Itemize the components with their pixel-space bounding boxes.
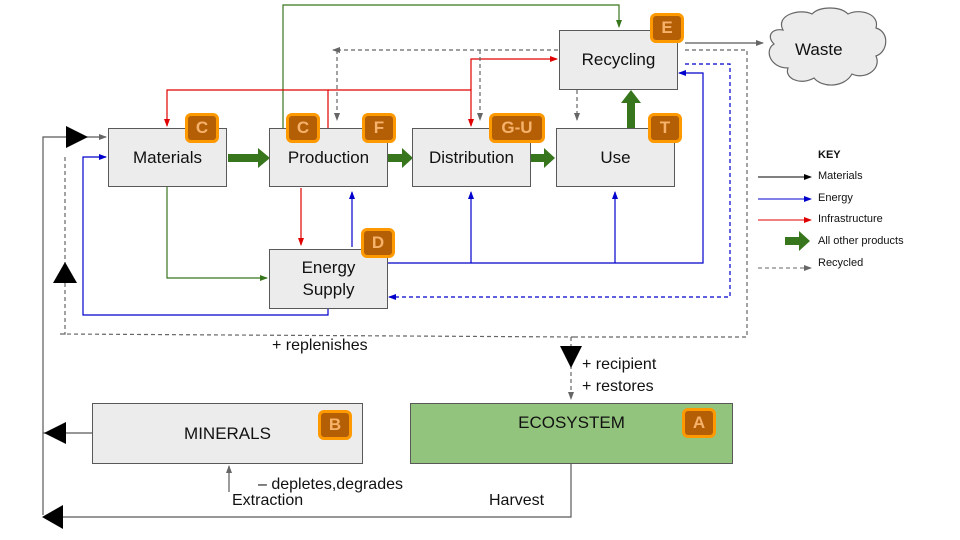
triangle-up-icon — [53, 262, 77, 283]
arrow-materials-to-production — [228, 148, 270, 168]
energy-supply-label-line1: Energy — [301, 258, 356, 277]
use-label: Use — [600, 147, 631, 167]
legend-item-recycled: Recycled — [818, 257, 864, 269]
materials-badge: C — [185, 113, 219, 143]
distribution-badge: G-U — [489, 113, 545, 143]
restores-label: + restores — [582, 378, 654, 395]
energy-lines — [82, 70, 704, 316]
triangle-down-icon — [560, 346, 582, 368]
production-badge-left: C — [286, 113, 320, 143]
recycled-lines — [59, 47, 748, 400]
ecosystem-label: ECOSYSTEM — [518, 413, 625, 432]
recycled-energy-lines — [388, 63, 731, 300]
ecosystem-badge: A — [682, 408, 716, 438]
production-label: Production — [287, 147, 370, 167]
harvest-label: Harvest — [489, 492, 545, 509]
legend-title: KEY — [818, 149, 841, 161]
arrow-distribution-to-use — [530, 148, 555, 168]
depletes-label: – depletes,degrades — [258, 476, 403, 493]
recipient-label: + recipient — [582, 356, 657, 373]
recycling-badge: E — [650, 13, 684, 43]
minerals-label: MINERALS — [184, 423, 271, 443]
product-flow-arrows — [228, 90, 641, 168]
distribution-label: Distribution — [428, 147, 515, 167]
legend-item-materials: Materials — [818, 170, 863, 182]
energy-supply-label-line2: Supply — [302, 280, 355, 299]
extraction-label: Extraction — [232, 492, 304, 509]
product-lines — [166, 4, 622, 281]
waste-cloud-icon — [768, 7, 887, 86]
triangle-left-icon — [44, 422, 66, 444]
energy-supply-badge: D — [361, 228, 395, 258]
materials-node[interactable]: Materials — [108, 128, 227, 187]
energy-supply-node[interactable]: Energy Supply — [269, 249, 388, 309]
ecosystem-node[interactable]: ECOSYSTEM — [410, 403, 733, 464]
minerals-node[interactable]: MINERALS — [92, 403, 363, 464]
key-swatch-products — [785, 231, 810, 251]
use-badge: T — [648, 113, 682, 143]
materials-label: Materials — [133, 147, 202, 167]
triangle-right-icon — [66, 126, 88, 148]
recycling-label: Recycling — [581, 50, 656, 69]
replenishes-label: + replenishes — [272, 337, 368, 354]
waste-label: Waste — [795, 40, 843, 59]
legend-item-products: All other products — [818, 235, 904, 247]
legend-item-infrastructure: Infrastructure — [818, 213, 883, 225]
minerals-badge: B — [318, 410, 352, 440]
arrow-production-to-distribution — [388, 148, 413, 168]
arrow-use-to-recycling — [621, 90, 641, 128]
key-swatches — [758, 174, 812, 271]
infrastructure-lines — [164, 56, 558, 246]
triangle-left-icon-bottom — [42, 505, 63, 529]
legend-item-energy: Energy — [818, 192, 853, 204]
production-badge-right: F — [362, 113, 396, 143]
feedback-triangles — [42, 126, 582, 529]
